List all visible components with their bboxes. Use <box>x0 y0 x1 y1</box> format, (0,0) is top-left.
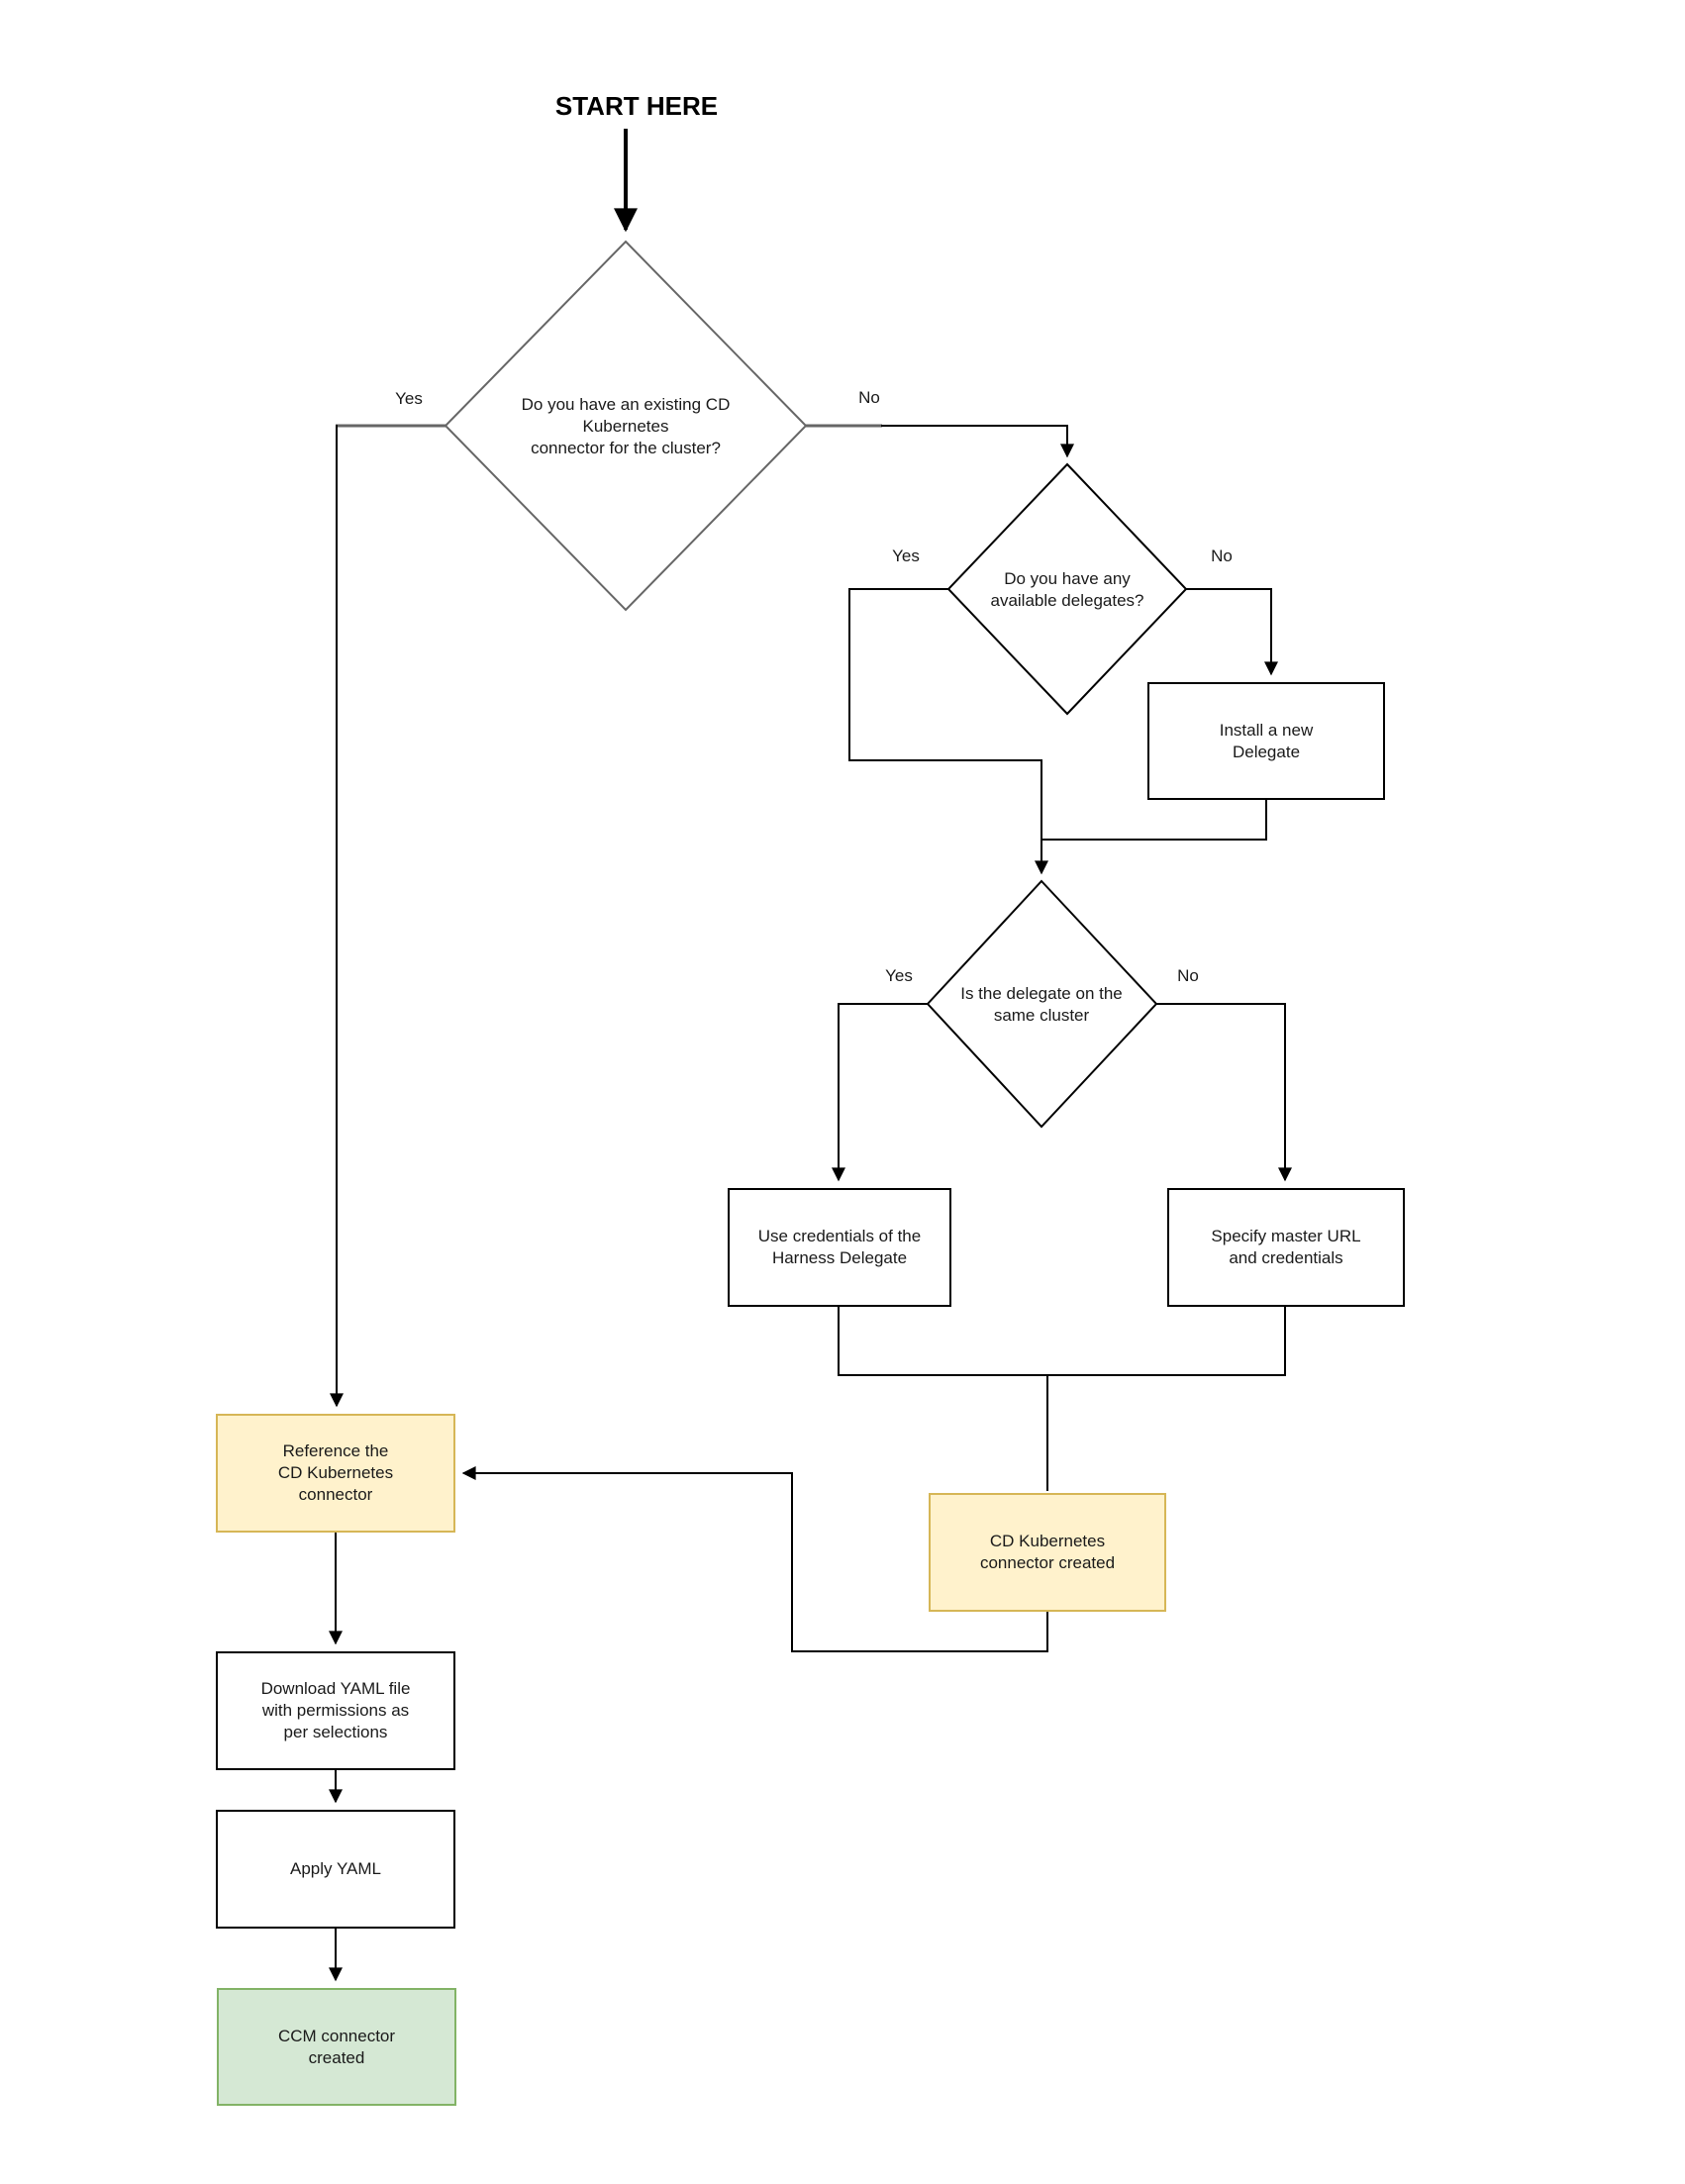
node-use-credentials: Use credentials of the Harness Delegate <box>728 1188 951 1307</box>
node-apply-yaml: Apply YAML <box>216 1810 455 1929</box>
decision-same-cluster-text: Is the delegate on the same cluster <box>960 984 1123 1025</box>
label-yes-1: Yes <box>395 389 423 408</box>
label-no-1: No <box>858 388 880 407</box>
edge-install-out <box>1041 800 1267 841</box>
decision-available-delegates-shape <box>946 462 1188 716</box>
decision-existing-connector-shape <box>444 240 808 612</box>
node-install-delegate: Install a new Delegate <box>1147 682 1385 800</box>
label-yes-3: Yes <box>885 966 913 985</box>
decision-existing-connector-text: Do you have an existing CD Kubernetes co… <box>521 395 731 457</box>
label-no-2: No <box>1211 546 1233 565</box>
edge-yes3 <box>832 1003 928 1182</box>
edge-yes2 <box>848 588 1048 875</box>
decision-available-delegates-text: Do you have any available delegates? <box>990 569 1144 610</box>
label-no-3: No <box>1177 966 1199 985</box>
decision-same-cluster-shape <box>926 879 1158 1129</box>
node-specify-master-url: Specify master URL and credentials <box>1167 1188 1405 1307</box>
edge-no3 <box>1156 1003 1292 1182</box>
label-yes-2: Yes <box>892 546 920 565</box>
edge-credentials-merge <box>838 1307 1286 1376</box>
node-download-yaml: Download YAML file with permissions as p… <box>216 1651 455 1770</box>
edge-cd-return <box>461 1466 1048 1652</box>
node-reference-connector: Reference the CD Kubernetes connector <box>216 1414 455 1533</box>
edge-no2 <box>1186 588 1278 676</box>
edge-no1 <box>881 425 1074 458</box>
node-cd-connector-created: CD Kubernetes connector created <box>929 1493 1166 1612</box>
node-ccm-connector-created: CCM connector created <box>217 1988 456 2106</box>
start-here-label: START HERE <box>554 91 719 121</box>
